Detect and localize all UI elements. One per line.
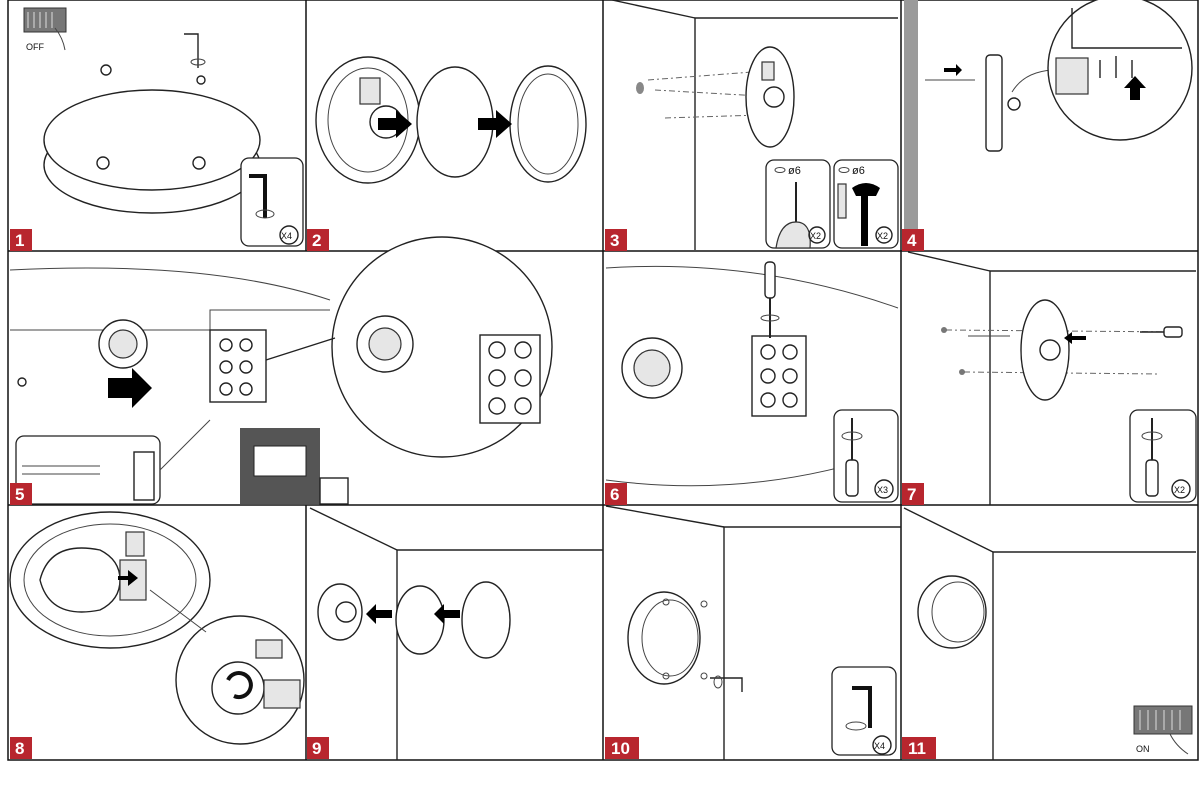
screwdriver-inset: X2 bbox=[1129, 409, 1197, 503]
step-number: 3 bbox=[610, 231, 619, 250]
screwdriver-icon bbox=[760, 261, 780, 338]
step-number: 4 bbox=[907, 231, 917, 250]
diameter-label: ø6 bbox=[788, 165, 801, 177]
rotate-icon bbox=[226, 671, 253, 700]
step-badge bbox=[902, 483, 924, 505]
step-badges: 1 2 3 4 5 6 7 8 9 10 11 bbox=[10, 229, 936, 759]
panel-7: X2 bbox=[907, 251, 1197, 505]
quantity-label: X4 bbox=[281, 231, 292, 241]
panel-9 bbox=[309, 507, 603, 760]
hex-key-inset: X4 bbox=[240, 157, 304, 247]
assembled-luminaire bbox=[627, 591, 701, 685]
quantity-label: X2 bbox=[1174, 485, 1185, 495]
step-number: 9 bbox=[312, 739, 321, 758]
frame-ring bbox=[509, 65, 587, 183]
step-number: 6 bbox=[610, 485, 619, 504]
panel-grid bbox=[7, 0, 1199, 761]
diffuser bbox=[395, 585, 445, 655]
luminaire-cover bbox=[43, 89, 261, 191]
arrow-icon bbox=[434, 604, 460, 624]
step-badge bbox=[902, 229, 924, 251]
step-number: 11 bbox=[908, 739, 926, 758]
drill-icon bbox=[775, 182, 811, 249]
panel-1: OFF X4 bbox=[23, 7, 304, 247]
panel-10: X4 bbox=[605, 505, 901, 760]
power-switch-icon: ON bbox=[1133, 705, 1193, 755]
hex-key-inset: X4 bbox=[831, 666, 897, 756]
step-number: 2 bbox=[312, 231, 321, 250]
power-switch-icon: OFF bbox=[23, 7, 67, 52]
arrow-icon bbox=[1124, 76, 1146, 100]
assembled-luminaire bbox=[917, 575, 987, 649]
step-badge bbox=[10, 737, 32, 759]
hammer-icon bbox=[852, 183, 880, 246]
step-badge bbox=[605, 229, 627, 251]
quantity-label: X4 bbox=[874, 741, 885, 751]
panel-11: ON bbox=[903, 507, 1196, 760]
screwdriver-inset: X3 bbox=[833, 409, 899, 503]
base-housing bbox=[985, 54, 1003, 152]
step-badge bbox=[10, 483, 32, 505]
drill-inset: ø6 X2 bbox=[765, 159, 831, 249]
step-number: 7 bbox=[907, 485, 916, 504]
step-badge bbox=[307, 229, 329, 251]
diameter-label: ø6 bbox=[852, 165, 865, 177]
quantity-label: X3 bbox=[877, 485, 888, 495]
frame-ring bbox=[461, 581, 511, 659]
step-number: 5 bbox=[15, 485, 24, 504]
quantity-label: X2 bbox=[810, 231, 821, 241]
arrow-icon bbox=[118, 570, 138, 586]
quantity-label: X2 bbox=[877, 231, 888, 241]
wall-plug-icon bbox=[837, 183, 847, 219]
step-badge bbox=[902, 737, 936, 759]
arrow-icon bbox=[378, 110, 412, 138]
zoom-circle bbox=[1047, 0, 1193, 141]
arrow-icon bbox=[366, 604, 392, 624]
hex-key-icon bbox=[710, 675, 743, 692]
step-number: 1 bbox=[15, 231, 24, 250]
lamp-bulb bbox=[39, 547, 121, 613]
panel-5 bbox=[9, 236, 553, 505]
step-number: 10 bbox=[611, 739, 630, 758]
wiring-inset bbox=[15, 419, 211, 505]
on-label: ON bbox=[1136, 744, 1150, 754]
panel-6: X3 bbox=[605, 261, 899, 503]
terminal-block bbox=[209, 329, 267, 403]
off-label: OFF bbox=[26, 42, 44, 52]
panel-4 bbox=[904, 0, 1193, 250]
panel-8 bbox=[9, 511, 305, 745]
step-badge bbox=[10, 229, 32, 251]
step-number: 8 bbox=[15, 739, 24, 758]
step-badge bbox=[605, 483, 627, 505]
arrow-icon bbox=[1064, 332, 1086, 344]
step-badge bbox=[605, 737, 639, 759]
wall-section bbox=[904, 0, 918, 250]
arrow-icon bbox=[478, 110, 512, 138]
arrow-icon bbox=[944, 64, 962, 76]
arrow-icon bbox=[108, 368, 152, 408]
terminal-block bbox=[751, 335, 807, 417]
step-badge bbox=[307, 737, 329, 759]
panel-2 bbox=[315, 56, 587, 184]
screw-icon bbox=[1140, 326, 1183, 338]
lamp-bulb bbox=[211, 661, 265, 715]
hex-key-icon bbox=[184, 33, 206, 68]
panel-3: ø6 X2 ø6 X2 bbox=[611, 0, 899, 250]
hammer-inset: ø6 X2 bbox=[833, 159, 899, 249]
